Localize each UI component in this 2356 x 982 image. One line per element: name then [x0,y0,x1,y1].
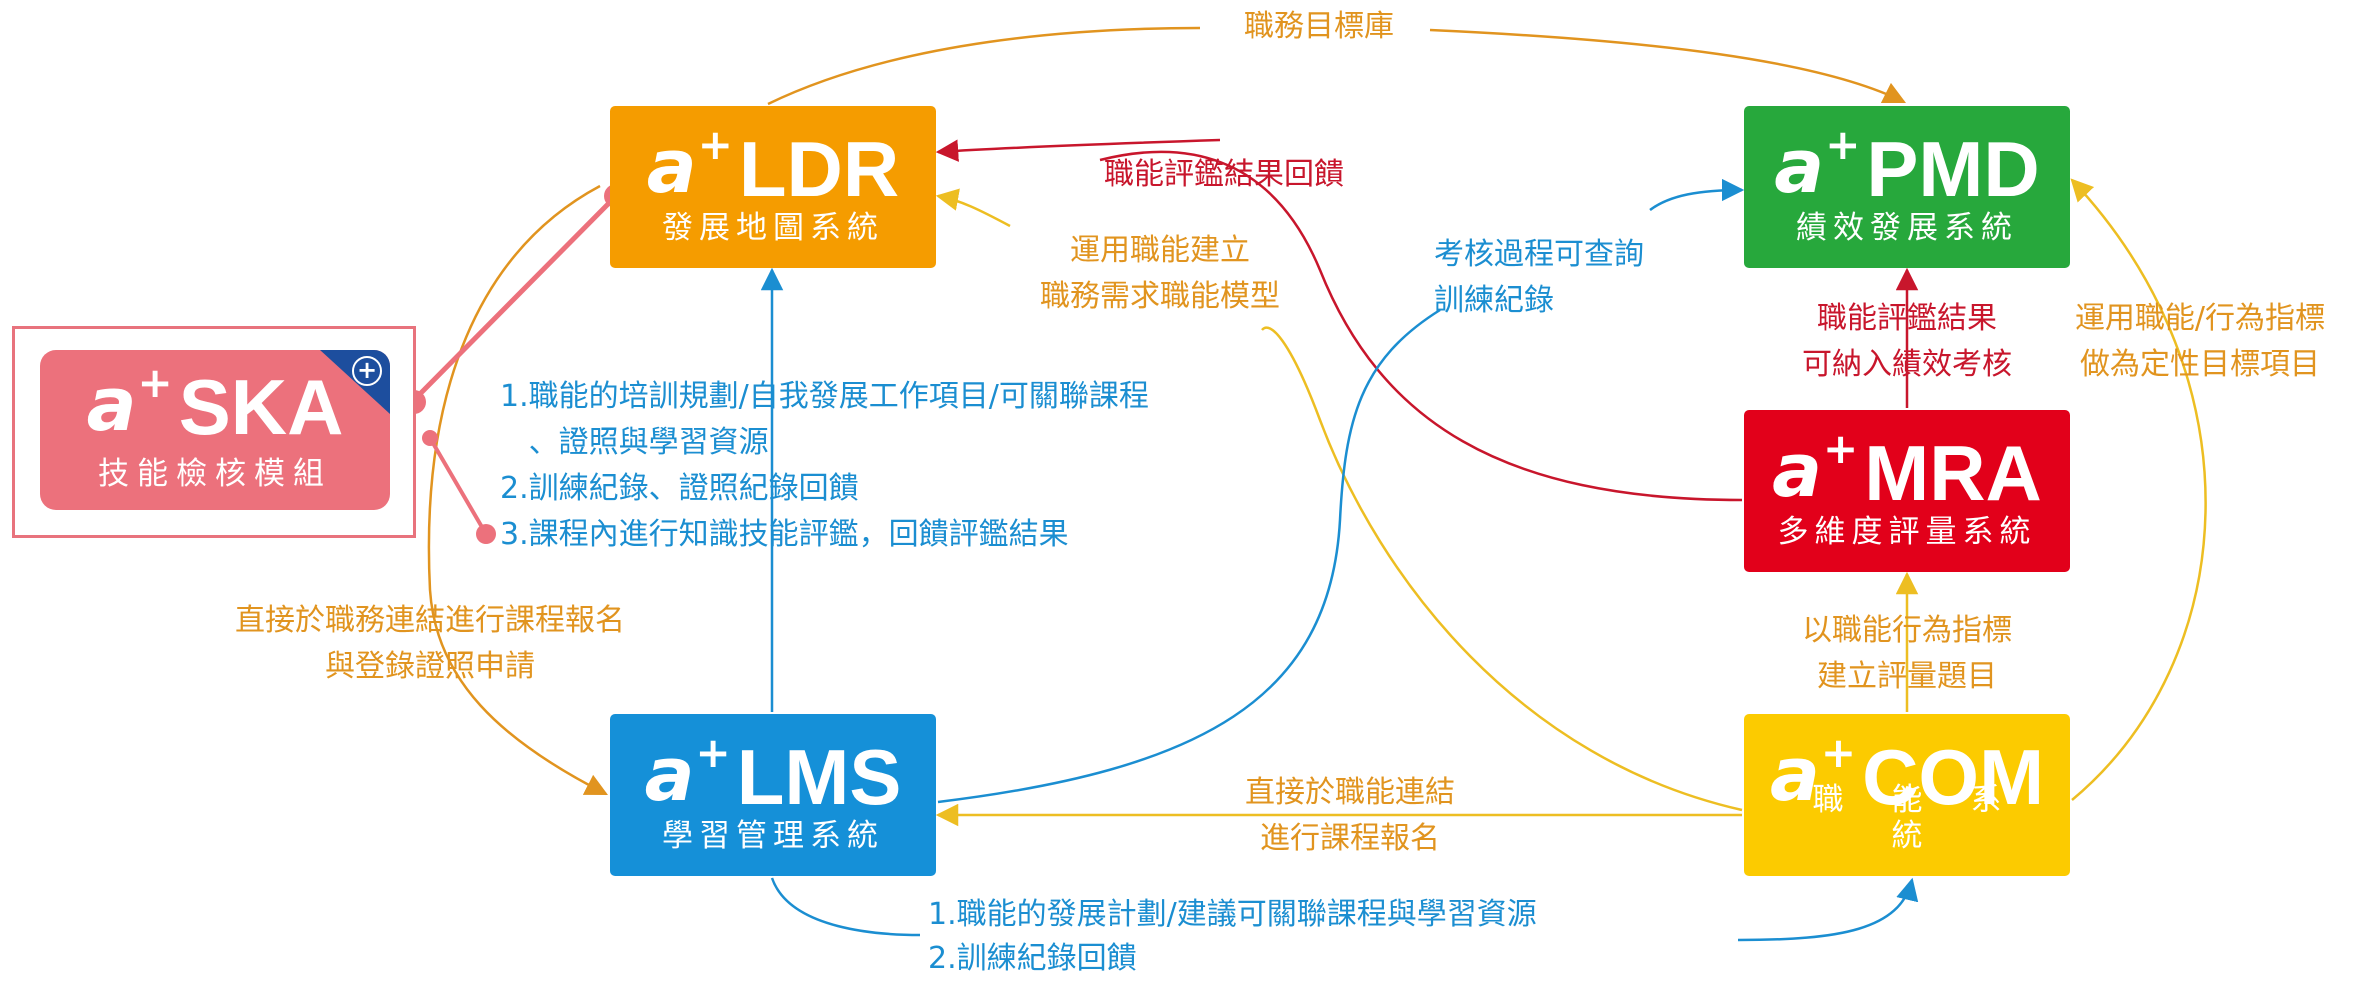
arrow-mra-to-ldr [1099,150,1743,502]
label-left-arc: 直接於職務連結進行課程報名 與登錄證照申請 [235,603,625,684]
lms-logo-plus: + [695,728,731,777]
lms-name: 學習管理系統 [662,818,884,854]
com-code: COM [1862,733,2045,821]
mra-logo-plus: + [1823,424,1859,473]
lms-code: LMS [736,733,902,821]
arrow-com-to-ldr [1261,326,1743,812]
lms-brand: a + LMS [610,732,936,821]
ska-code: SKA [178,363,344,451]
mra-node[interactable]: a + MRA 多維度評量系統 [1744,410,2070,572]
ldr-logo-a: a [646,124,697,210]
label-ldr-lms-item-2: 2.訓練紀錄、證照紀錄回饋 [500,471,859,506]
pmd-logo-a: a [1774,124,1825,210]
plus-circle-icon: + [352,356,382,386]
ska-logo-plus: + [137,358,173,407]
label-com-to-mra: 以職能行為指標 建立評量題目 [1802,613,2012,694]
ldr-code: LDR [738,125,900,213]
ska-brand: a + SKA [40,362,390,451]
com-logo-plus: + [1820,728,1857,777]
com-node[interactable]: a + COM 職能系統 [1744,714,2070,876]
label-com-to-pmd: 運用職能/行為指標 做為定性目標項目 [2074,301,2326,382]
mra-brand: a + MRA [1744,428,2070,517]
ska-name: 技能檢核模組 [98,456,332,492]
label-com-to-ldr: 運用職能建立 職務需求職能模型 [1040,233,1280,314]
pmd-logo-plus: + [1825,120,1861,169]
pmd-brand: a + PMD [1744,124,2070,213]
com-name: 職能系統 [1812,782,2050,854]
arrow-lms-to-pmd-head [1649,178,1745,212]
arrow-top-arc [767,26,1907,106]
ldr-node[interactable]: a + LDR 發展地圖系統 [610,106,936,268]
label-bottom-item-1: 1.職能的發展計劃/建議可關聯課程與學習資源 [928,897,1537,932]
pmd-node[interactable]: a + PMD 績效發展系統 [1744,106,2070,268]
label-mra-to-pmd: 職能評鑑結果 可納入績效考核 [1802,301,2012,382]
label-ldr-lms-item-1b: 、證照與學習資源 [500,425,769,460]
label-ldr-lms-item-1: 1.職能的培訓規劃/自我發展工作項目/可關聯課程 [500,379,1149,414]
arrow-lms-to-com [770,877,1919,942]
label-top-arc: 職務目標庫 [1244,9,1394,44]
lms-logo-a: a [644,732,695,818]
arrow-com-to-ldr-head [935,188,1011,228]
lms-node[interactable]: a + LMS 學習管理系統 [610,714,936,876]
mra-name: 多維度評量系統 [1777,514,2037,550]
label-mra-to-ldr: 職能評鑑結果回饋 [1104,157,1344,192]
arrow-com-to-pmd [2070,178,2207,801]
com-logo-a: a [1769,732,1820,818]
mra-logo-a: a [1772,428,1823,514]
label-com-to-lms: 直接於職能連結 進行課程報名 [1245,775,1455,856]
pmd-code: PMD [1866,125,2040,213]
arrow-mra-to-ldr-head [935,138,1221,162]
ska-logo-a: a [86,362,137,448]
label-bottom-item-2: 2.訓練紀錄回饋 [928,941,1137,976]
ldr-name: 發展地圖系統 [662,210,884,246]
mra-code: MRA [1864,429,2042,517]
label-ldr-lms-item-3: 3.課程內進行知識技能評鑑，回饋評鑑結果 [500,517,1069,552]
ldr-logo-plus: + [697,120,733,169]
arrow-lms-to-pmd [937,308,1441,804]
ldr-brand: a + LDR [610,124,936,213]
arrow-left-arc [427,184,609,796]
pmd-name: 績效發展系統 [1796,210,2018,246]
ska-node[interactable]: + a + SKA 技能檢核模組 [40,350,390,510]
label-lms-to-pmd: 考核過程可查詢 訓練紀錄 [1434,237,1644,318]
com-brand: a + COM [1744,732,2070,821]
